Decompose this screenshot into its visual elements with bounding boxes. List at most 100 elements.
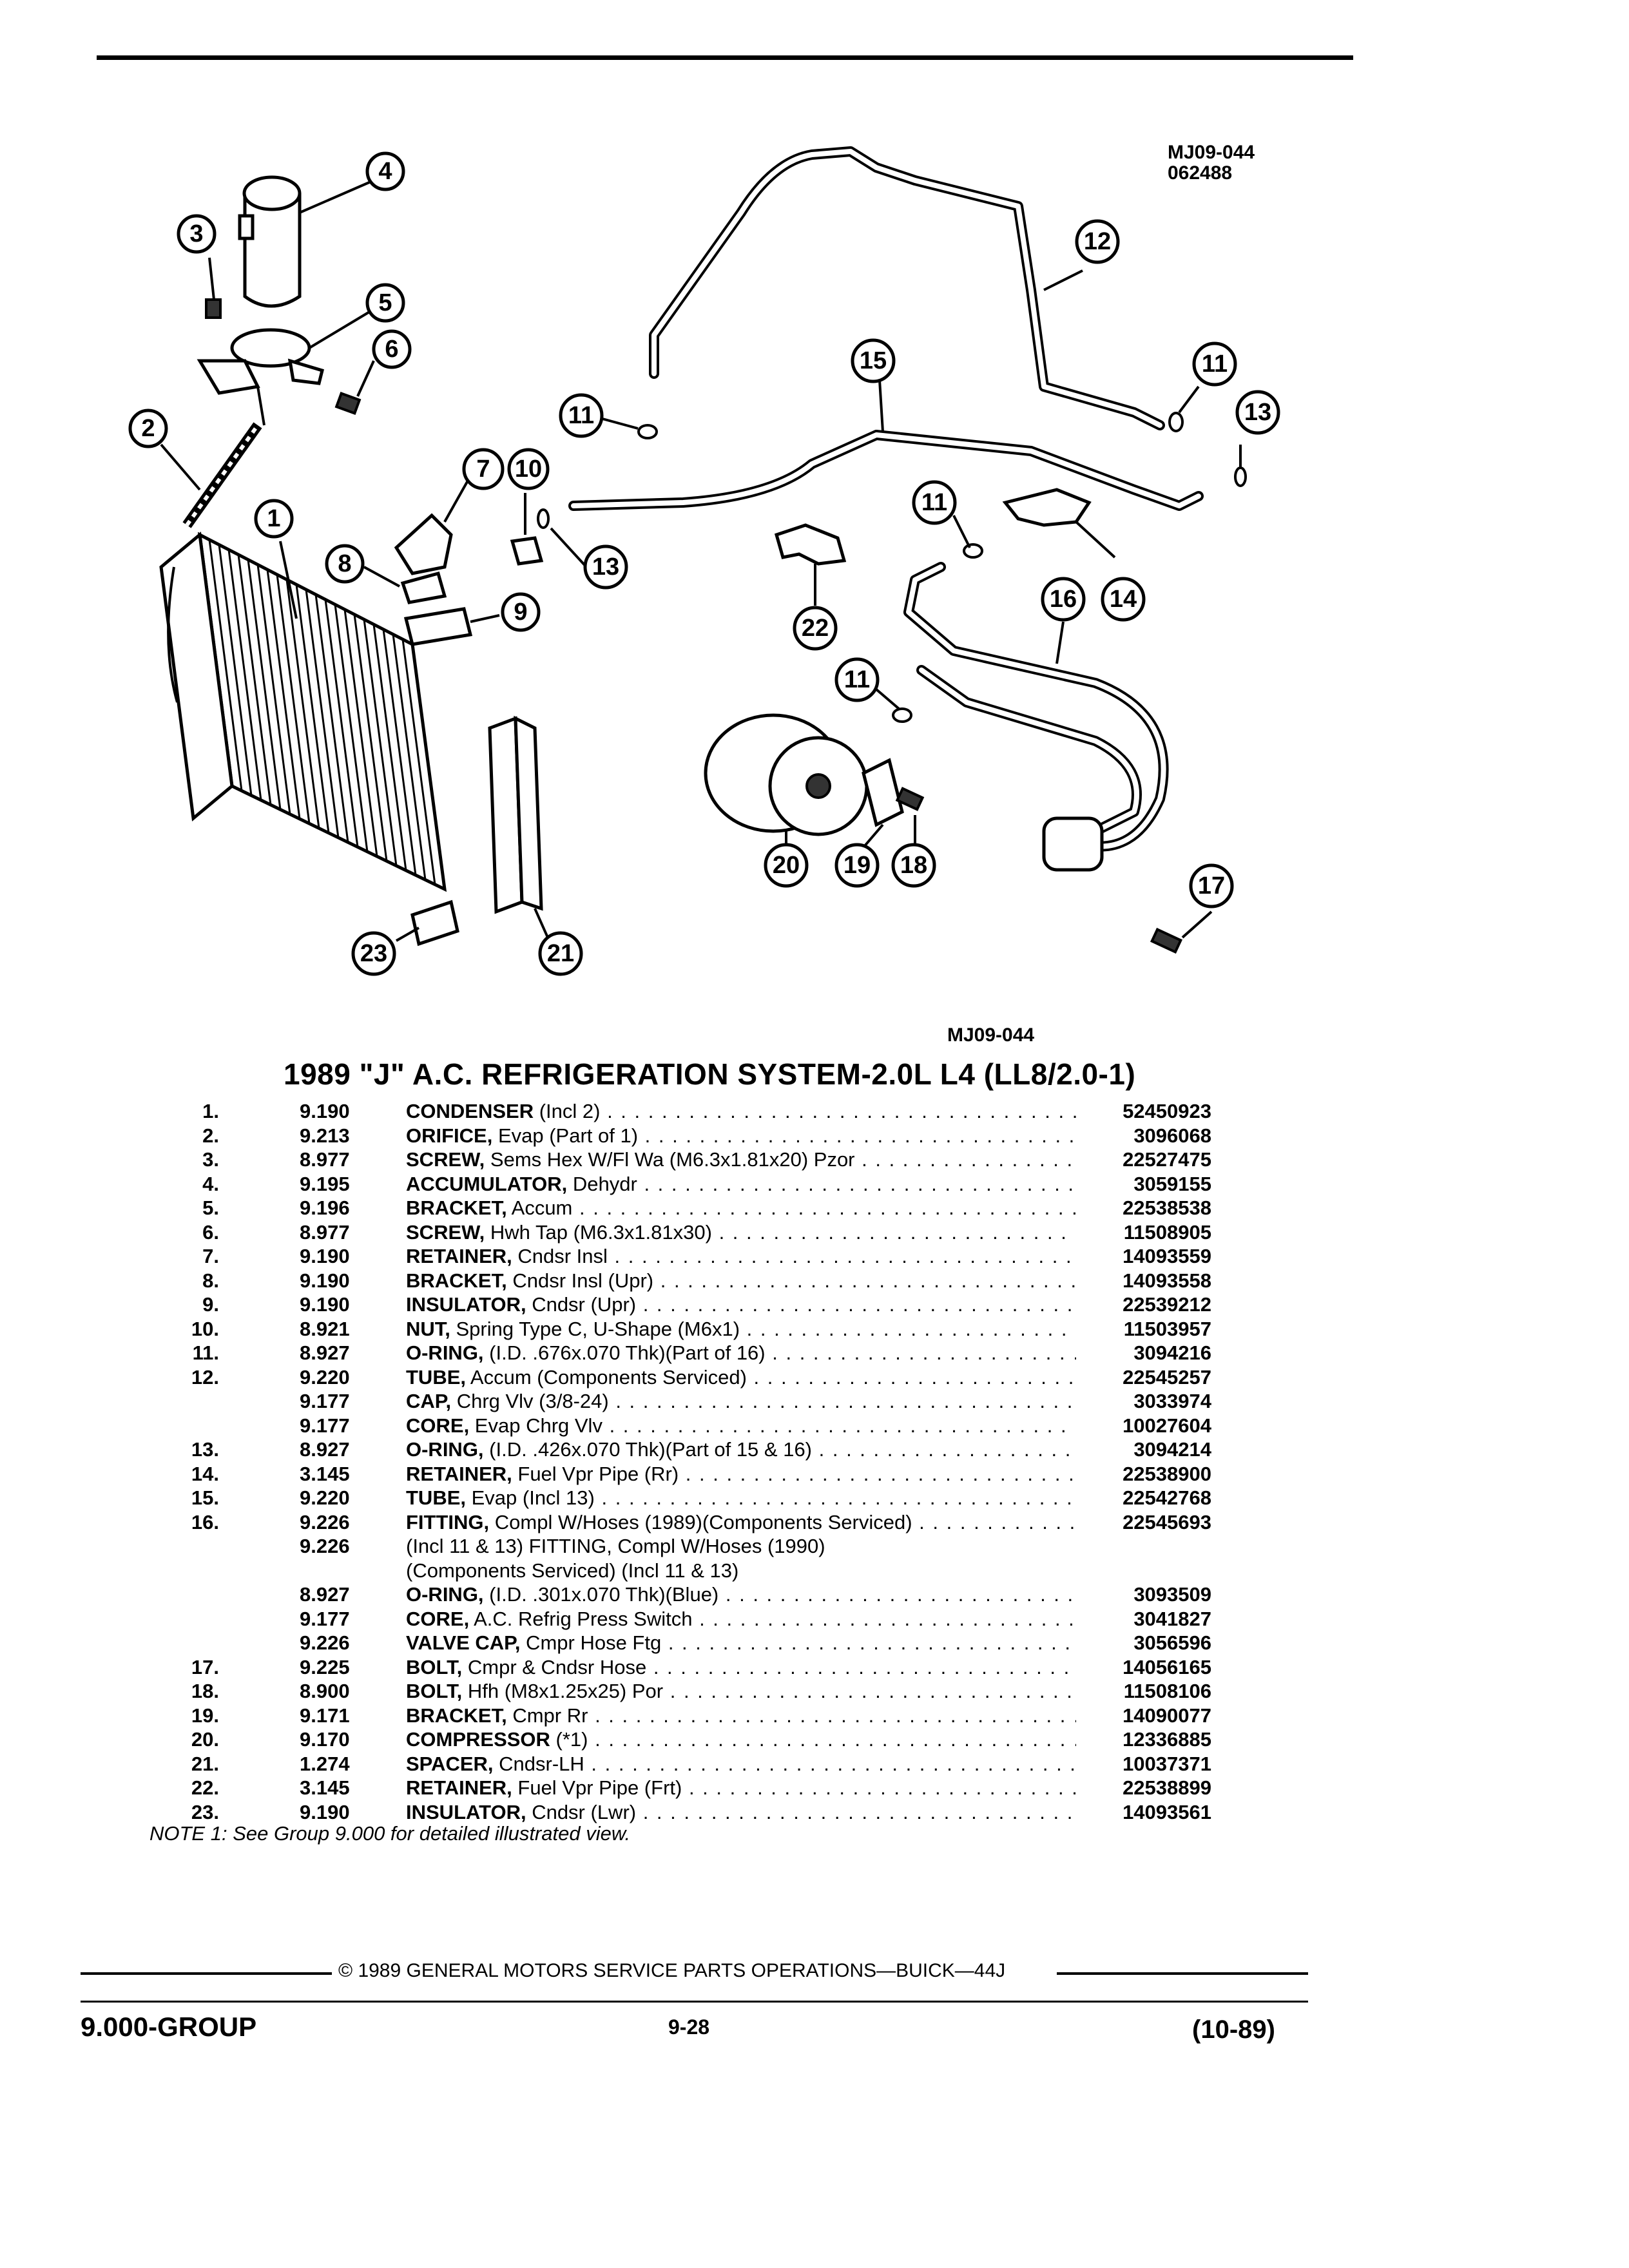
- svg-text:22: 22: [802, 615, 829, 642]
- item-number: 20.: [191, 1728, 219, 1751]
- svg-text:6: 6: [385, 336, 398, 363]
- part-number: 22538900: [1083, 1461, 1211, 1486]
- svg-text:1: 1: [267, 505, 280, 532]
- group-number: 8.927: [300, 1438, 350, 1461]
- part-spec: Fuel Vpr Pipe (Rr): [512, 1462, 679, 1485]
- part-spec: Cndsr-LH: [493, 1752, 584, 1775]
- callout-3: 3: [177, 214, 217, 254]
- item-number: 1.: [202, 1100, 219, 1122]
- part-name: CORE,: [406, 1414, 470, 1437]
- part-name: O-RING,: [406, 1438, 484, 1461]
- part-description: RETAINER, Fuel Vpr Pipe (Frt): [406, 1776, 1076, 1800]
- part-number: 3094216: [1083, 1341, 1211, 1365]
- group-number: 3.145: [300, 1462, 350, 1485]
- item-number: 9.: [202, 1293, 219, 1316]
- part-number: 14090077: [1083, 1703, 1211, 1727]
- svg-text:9: 9: [514, 599, 527, 626]
- parts-row: 9.226(Incl 11 & 13) FITTING, Compl W/Hos…: [155, 1534, 1211, 1559]
- part-name: CORE,: [406, 1607, 470, 1630]
- part-number: 10037371: [1083, 1751, 1211, 1776]
- group-number: 9.171: [300, 1704, 350, 1727]
- part-number: 3059155: [1083, 1171, 1211, 1196]
- callout-11a: 11: [559, 393, 604, 438]
- page-title: 1989 "J" A.C. REFRIGERATION SYSTEM-2.0L …: [284, 1057, 1136, 1091]
- part-name: BOLT,: [406, 1680, 463, 1702]
- callout-11d: 11: [834, 657, 880, 702]
- svg-text:11: 11: [568, 402, 594, 429]
- part-description: BRACKET, Accum: [406, 1196, 1076, 1220]
- callout-11c: 11: [912, 480, 957, 525]
- item-number: 10.: [191, 1317, 219, 1340]
- svg-text:14: 14: [1110, 586, 1137, 613]
- item-number: 23.: [191, 1800, 219, 1823]
- item-number: 11.: [192, 1341, 219, 1364]
- part-name: TUBE,: [406, 1365, 466, 1389]
- group-number: 9.190: [300, 1100, 350, 1122]
- part-name: RETAINER,: [406, 1245, 512, 1267]
- svg-text:19: 19: [843, 852, 871, 879]
- part-number: 14056165: [1083, 1655, 1211, 1679]
- item-number: 4.: [202, 1172, 219, 1195]
- part-spec: Evap (Part of 1): [492, 1124, 639, 1147]
- part-number: 3041827: [1083, 1606, 1211, 1631]
- part-spec: Cmpr Hose Ftg: [520, 1631, 662, 1654]
- condenser-fin: [334, 604, 369, 852]
- callout-13a: 13: [1235, 390, 1280, 435]
- part-spec: (Incl 2): [534, 1100, 601, 1122]
- part-name: BOLT,: [406, 1655, 463, 1678]
- condenser-fin: [363, 619, 398, 866]
- condenser-fin: [305, 589, 340, 838]
- part-spec: Chrg Vlv (3/8-24): [451, 1390, 609, 1412]
- part-number: 3094214: [1083, 1437, 1211, 1462]
- group-number: 9.177: [300, 1607, 350, 1630]
- part-number: 22538538: [1083, 1196, 1211, 1220]
- footer-page-number: 9-28: [668, 2015, 710, 2039]
- part-description: TUBE, Evap (Incl 13): [406, 1486, 1076, 1510]
- condenser-fin: [266, 569, 301, 820]
- item-number: 13.: [191, 1438, 219, 1461]
- svg-text:23: 23: [360, 940, 387, 967]
- footer-rule-under: [81, 2001, 1308, 2003]
- callout-17: 17: [1189, 863, 1234, 908]
- group-number: 9.226: [300, 1631, 350, 1654]
- group-number: 9.226: [300, 1535, 350, 1557]
- svg-text:11: 11: [921, 489, 947, 516]
- part-spec: (I.D. .301x.070 Thk)(Blue): [483, 1583, 719, 1606]
- fuel-pipe-retainer-rear: [1002, 488, 1092, 527]
- evap-tube-part: [568, 430, 1204, 511]
- leader-lines: [160, 179, 1242, 942]
- condenser-fin: [353, 614, 388, 861]
- group-number: 9.196: [300, 1196, 350, 1219]
- svg-text:3: 3: [189, 220, 203, 247]
- spacer-part: [488, 715, 543, 914]
- group-number: 9.220: [300, 1365, 350, 1389]
- orifice-part: [182, 422, 262, 528]
- item-number: 19.: [191, 1704, 219, 1727]
- part-name: RETAINER,: [406, 1462, 512, 1485]
- condenser-fin: [324, 599, 359, 847]
- item-number: 7.: [202, 1245, 219, 1267]
- condenser-fin: [295, 584, 330, 833]
- part-spec: Spring Type C, U-Shape (M6x1): [450, 1317, 740, 1340]
- part-spec: Fuel Vpr Pipe (Frt): [512, 1776, 682, 1799]
- group-number: 9.213: [300, 1124, 350, 1147]
- part-name: COMPRESSOR: [406, 1728, 550, 1751]
- part-name: INSULATOR,: [406, 1800, 526, 1823]
- group-number: 9.170: [300, 1728, 350, 1751]
- o-rings: [537, 412, 1247, 723]
- item-number: 12.: [191, 1365, 219, 1389]
- part-number: 14093559: [1083, 1244, 1211, 1269]
- part-number: 22527475: [1083, 1148, 1211, 1172]
- part-spec: (Components Serviced) (Incl 11 & 13): [406, 1559, 739, 1582]
- group-number: 9.195: [300, 1172, 350, 1195]
